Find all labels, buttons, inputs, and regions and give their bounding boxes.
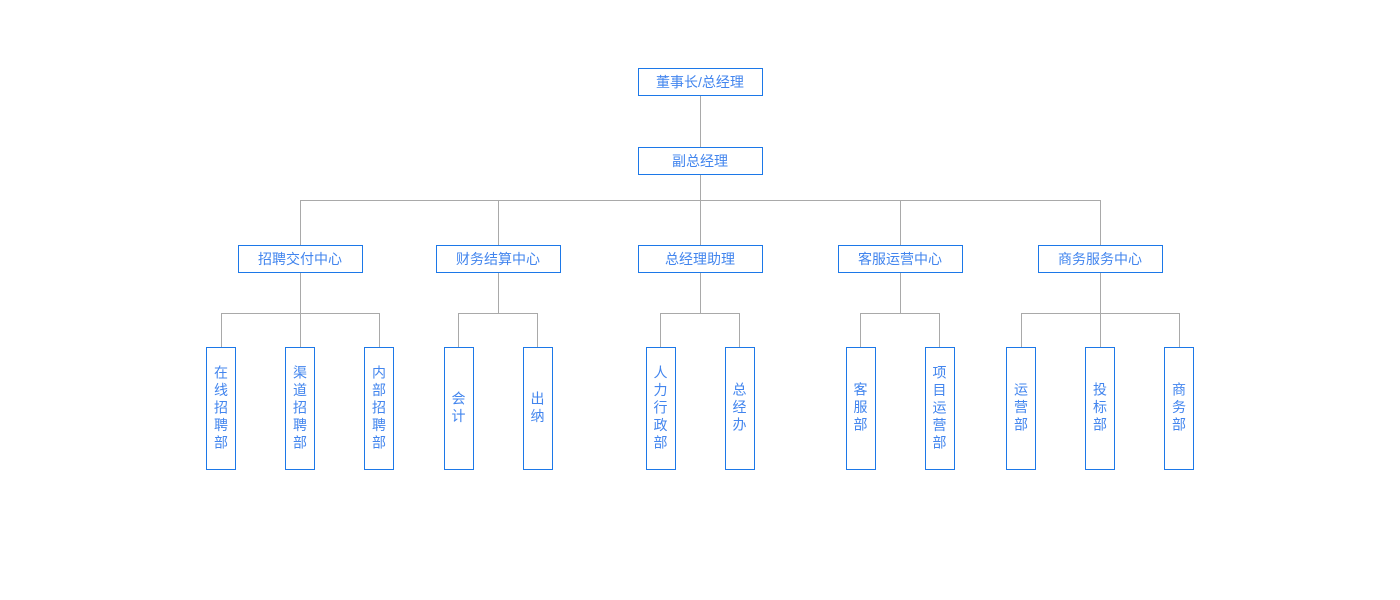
- org-node-label: 会计: [450, 391, 467, 426]
- connector-line: [497, 273, 499, 313]
- org-node-label: 在线招聘部: [213, 364, 229, 453]
- connector-line: [899, 200, 901, 245]
- org-node-business-dept[interactable]: 商务部: [1164, 347, 1194, 470]
- connector-line: [537, 313, 538, 347]
- org-node-label: 总经理助理: [665, 251, 735, 267]
- connector-line: [739, 313, 740, 347]
- connector-line: [299, 200, 301, 245]
- connector-line: [497, 200, 499, 245]
- org-node-cashier[interactable]: 出纳: [522, 347, 553, 470]
- connector-line: [860, 313, 861, 347]
- connector-line: [299, 273, 301, 313]
- org-node-customer-service-operations-center[interactable]: 客服运营中心: [837, 245, 963, 273]
- org-node-bidding-dept[interactable]: 投标部: [1085, 347, 1115, 470]
- connector-line: [458, 313, 538, 314]
- org-node-label: 渠道招聘部: [292, 364, 308, 453]
- org-node-label: 副总经理: [672, 153, 728, 169]
- connector-line: [660, 313, 740, 314]
- org-node-label: 董事长/总经理: [656, 74, 744, 90]
- connector-line: [699, 175, 701, 200]
- connector-line: [1099, 273, 1101, 313]
- org-node-label: 运营部: [1013, 382, 1029, 435]
- org-node-deputy-gm[interactable]: 副总经理: [637, 147, 763, 175]
- org-node-label: 出纳: [529, 391, 546, 426]
- org-node-customer-service-dept[interactable]: 客服部: [845, 347, 876, 470]
- org-node-label: 人力行政部: [652, 364, 669, 453]
- org-node-label: 投标部: [1092, 382, 1108, 435]
- org-node-business-service-center[interactable]: 商务服务中心: [1037, 245, 1163, 273]
- connector-line: [699, 200, 701, 245]
- connector-line: [1099, 200, 1101, 245]
- connector-line: [699, 96, 701, 147]
- org-node-label: 内部招聘部: [371, 364, 387, 453]
- connector-line: [458, 313, 459, 347]
- connector-line: [1099, 313, 1101, 347]
- connector-line: [699, 273, 701, 313]
- org-node-label: 总经办: [731, 382, 748, 435]
- connector-line: [1020, 313, 1022, 347]
- org-node-chairman-gm[interactable]: 董事长/总经理: [637, 68, 763, 96]
- org-node-label: 客服部: [852, 382, 869, 435]
- connector-line: [220, 313, 222, 347]
- org-node-project-operations-dept[interactable]: 项目运营部: [924, 347, 955, 470]
- org-node-gm-assistant[interactable]: 总经理助理: [637, 245, 763, 273]
- org-node-label: 财务结算中心: [456, 251, 540, 267]
- org-node-online-recruitment-dept[interactable]: 在线招聘部: [206, 347, 236, 470]
- connector-line: [660, 313, 661, 347]
- connector-line: [939, 313, 940, 347]
- org-node-accounting[interactable]: 会计: [443, 347, 474, 470]
- org-node-financial-settlement-center[interactable]: 财务结算中心: [435, 245, 561, 273]
- org-node-label: 商务服务中心: [1058, 251, 1142, 267]
- org-node-gm-office[interactable]: 总经办: [724, 347, 755, 470]
- org-node-label: 商务部: [1171, 382, 1187, 435]
- org-node-hr-admin-dept[interactable]: 人力行政部: [645, 347, 676, 470]
- org-node-internal-recruitment-dept[interactable]: 内部招聘部: [364, 347, 394, 470]
- org-node-label: 项目运营部: [931, 364, 948, 453]
- org-node-label: 客服运营中心: [858, 251, 942, 267]
- connector-line: [860, 313, 940, 314]
- connector-line: [299, 313, 301, 347]
- org-node-channel-recruitment-dept[interactable]: 渠道招聘部: [285, 347, 315, 470]
- connector-line: [1178, 313, 1180, 347]
- connector-line: [899, 273, 901, 313]
- org-node-operations-dept[interactable]: 运营部: [1006, 347, 1036, 470]
- org-node-recruitment-delivery-center[interactable]: 招聘交付中心: [237, 245, 363, 273]
- connector-line: [378, 313, 380, 347]
- org-node-label: 招聘交付中心: [258, 251, 342, 267]
